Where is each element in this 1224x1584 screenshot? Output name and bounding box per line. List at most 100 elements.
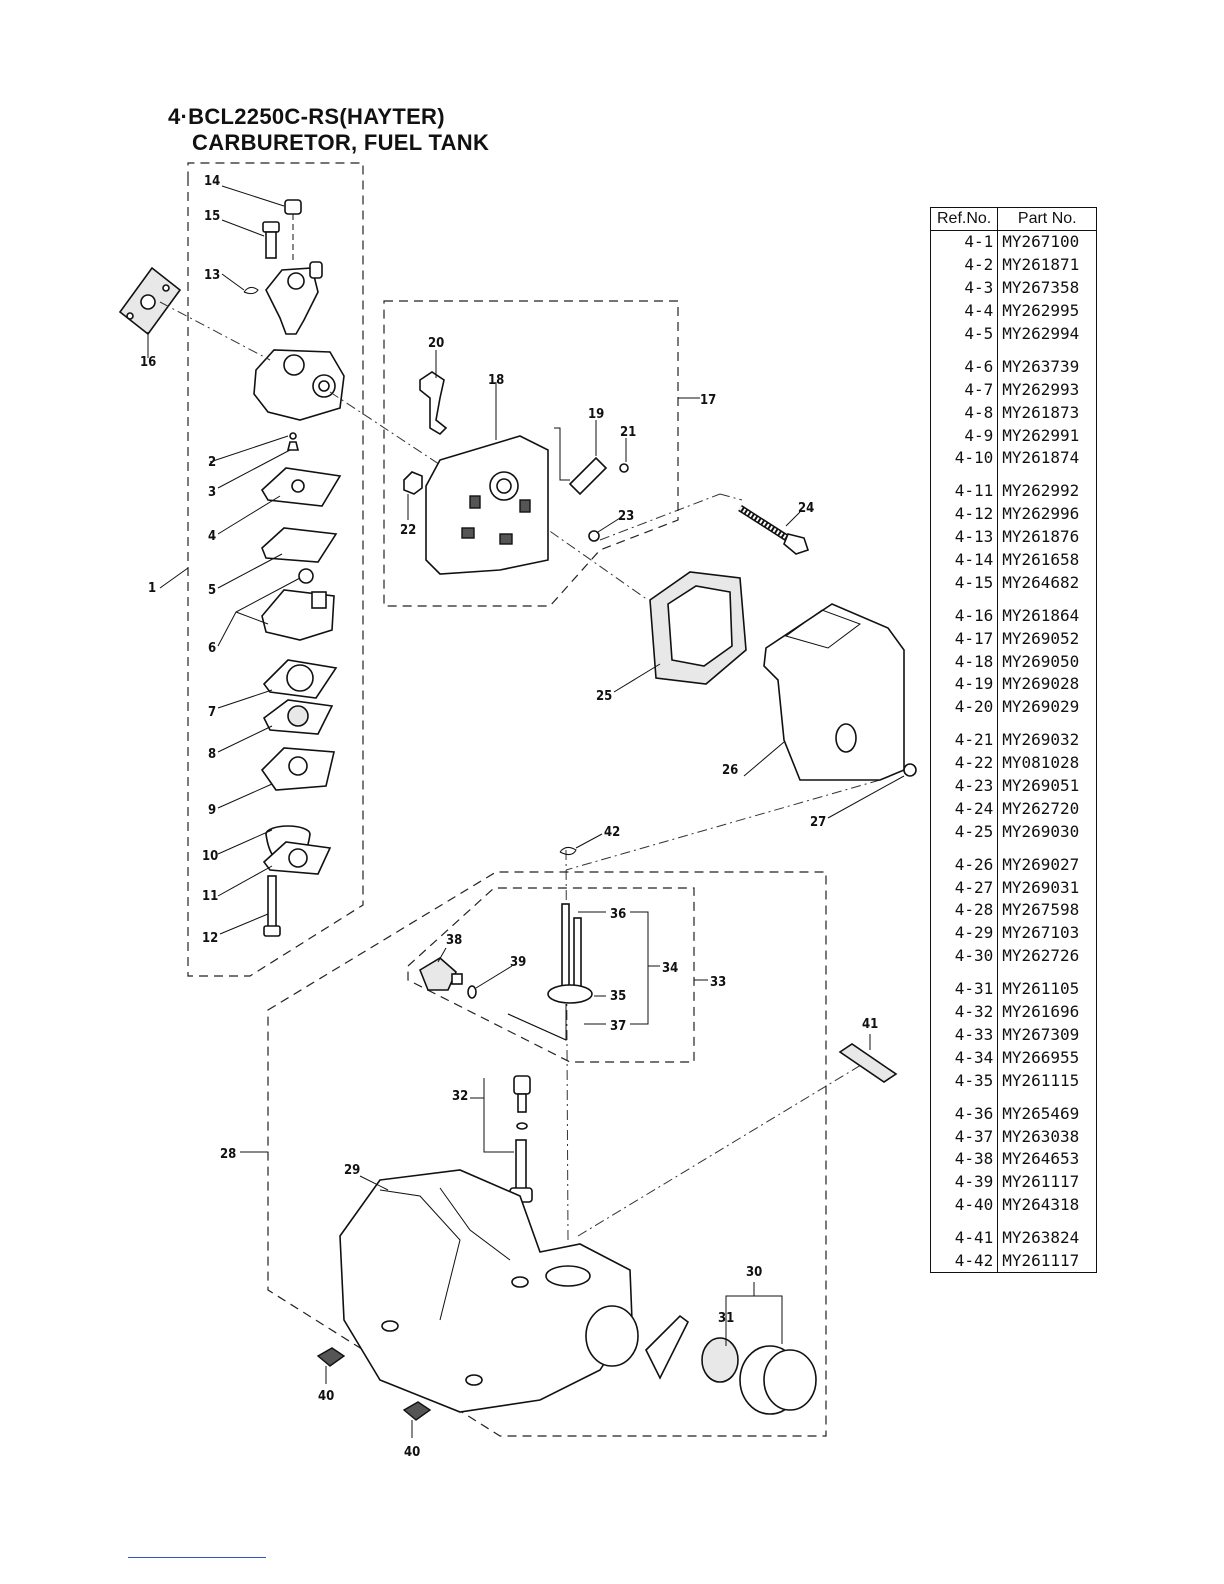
carburetor-parts <box>118 199 345 937</box>
ref-no-cell: 4-25 <box>929 820 999 844</box>
callout-34: 34 <box>662 961 678 976</box>
callout-10: 10 <box>202 849 218 864</box>
callout-3: 3 <box>208 485 216 500</box>
ref-no-cell: 4-21 <box>929 728 999 752</box>
part-no-cell: MY269031 <box>997 876 1098 900</box>
callout-32: 32 <box>452 1089 468 1104</box>
ref-no-cell: 4-39 <box>929 1170 999 1194</box>
part-no-cell: MY262994 <box>997 322 1098 346</box>
spacer-cell <box>997 843 1098 854</box>
table-header-row: Ref.No. Part No. <box>929 207 1098 231</box>
part-no-cell: MY261876 <box>997 525 1098 549</box>
callout-40-bottom: 40 <box>404 1445 420 1460</box>
part-no-cell: MY261696 <box>997 1000 1098 1024</box>
part-no-cell: MY262996 <box>997 502 1098 526</box>
ref-no-cell: 4-31 <box>929 977 999 1001</box>
table-group-spacer <box>929 718 1098 729</box>
part-no-cell: MY262995 <box>997 299 1098 323</box>
air-cleaner-cover <box>763 603 905 781</box>
fuel-tank-assembly-boundary <box>267 871 827 1437</box>
spacer-cell <box>997 967 1098 978</box>
ref-no-cell: 4-24 <box>929 797 999 821</box>
column-header-part-no: Part No. <box>997 207 1098 231</box>
ref-no-cell: 4-28 <box>929 899 999 922</box>
callout-18: 18 <box>488 373 504 388</box>
ref-no-cell: 4-27 <box>929 876 999 900</box>
callout-labels: 14 15 13 16 2 3 4 5 1 6 7 8 9 10 11 12 2… <box>140 174 878 1460</box>
ref-no-cell: 4-42 <box>929 1249 999 1274</box>
callout-23: 23 <box>618 509 634 524</box>
callout-16: 16 <box>140 355 156 370</box>
spacer-cell <box>929 1092 999 1103</box>
callout-22: 22 <box>400 523 416 538</box>
bolt-24 <box>738 505 810 555</box>
air-filter-element <box>649 571 747 685</box>
air-cleaner-base-boundary <box>383 300 679 607</box>
ref-no-cell: 4-15 <box>929 571 999 595</box>
ref-no-cell: 4-9 <box>929 424 999 448</box>
callout-31: 31 <box>718 1311 734 1326</box>
part-no-cell: MY269052 <box>997 627 1098 651</box>
part-no-cell: MY261105 <box>997 977 1098 1001</box>
callout-35: 35 <box>610 989 626 1004</box>
part-no-cell: MY269051 <box>997 774 1098 798</box>
table-group-spacer <box>929 967 1098 978</box>
ref-no-cell: 4-40 <box>929 1193 999 1217</box>
callout-19: 19 <box>588 407 604 422</box>
ref-no-cell: 4-7 <box>929 378 999 402</box>
callout-13: 13 <box>204 268 220 283</box>
ref-no-cell: 4-3 <box>929 276 999 300</box>
ref-no-cell: 4-32 <box>929 1000 999 1024</box>
ref-no-cell: 4-1 <box>929 230 999 254</box>
ref-no-cell: 4-8 <box>929 401 999 425</box>
ref-no-cell: 4-38 <box>929 1147 999 1171</box>
leader-lines <box>147 185 905 1438</box>
spacer-cell <box>929 1216 999 1227</box>
part-no-cell: MY261873 <box>997 401 1098 425</box>
callout-41: 41 <box>862 1017 878 1032</box>
callout-21: 21 <box>620 425 636 440</box>
callout-14: 14 <box>204 174 220 189</box>
column-header-ref-no: Ref.No. <box>929 207 999 231</box>
callout-17: 17 <box>700 393 716 408</box>
title-line-model: 4·BCL2250C-RS(HAYTER) <box>168 104 445 129</box>
ref-no-cell: 4-33 <box>929 1023 999 1047</box>
spacer-cell <box>929 843 999 854</box>
callout-12: 12 <box>202 931 218 946</box>
callout-8: 8 <box>208 747 216 762</box>
part-no-cell: MY262992 <box>997 479 1098 503</box>
part-no-cell: MY269029 <box>997 695 1098 719</box>
part-no-cell: MY266955 <box>997 1046 1098 1070</box>
part-no-cell: MY267309 <box>997 1023 1098 1047</box>
part-no-cell: MY261864 <box>997 604 1098 628</box>
ref-no-cell: 4-34 <box>929 1046 999 1070</box>
part-no-cell: MY269050 <box>997 650 1098 674</box>
callout-40-left: 40 <box>318 1389 334 1404</box>
callout-39: 39 <box>510 955 526 970</box>
part-no-cell: MY261115 <box>997 1069 1098 1093</box>
part-no-cell: MY261658 <box>997 548 1098 572</box>
part-no-cell: MY261871 <box>997 253 1098 277</box>
ref-no-cell: 4-10 <box>929 447 999 470</box>
